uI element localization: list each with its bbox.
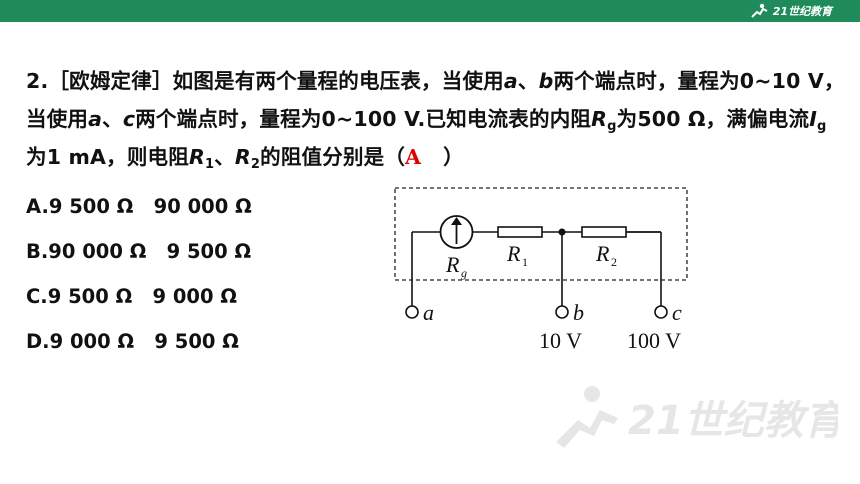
question-segment: 两个端点时，量程为0~10 V，当使用 (26, 69, 845, 131)
meter-subscript: g (461, 266, 467, 280)
galvanometer-icon (439, 215, 474, 249)
answer-mark: A (405, 145, 422, 169)
voltage-b-label: 10 V (539, 328, 582, 353)
r1-subscript: 1 (204, 157, 215, 172)
watermark-logo: 21世纪教育 (556, 386, 838, 448)
answer-bracket-close: ） (443, 145, 464, 169)
dashed-enclosure (394, 187, 688, 281)
circuit-diagram: R g R 1 R 2 a b c 10 V 100 V (394, 187, 688, 353)
question-segment: 为1 mA，则电阻 (26, 145, 189, 169)
question-number: 2. (26, 69, 49, 93)
ig-symbol: I (809, 107, 818, 131)
question-segment: 的阻值分别是 (260, 145, 385, 169)
voltage-c-label: 100 V (627, 328, 681, 353)
resistor-r2-icon (581, 226, 627, 238)
separator: 、 (102, 107, 123, 131)
option-d[interactable]: D.9 000 Ω 9 500 Ω (26, 330, 239, 353)
r1-subscript: 1 (522, 255, 528, 269)
watermark-text: 21世纪教育 (628, 398, 838, 444)
r2-subscript: 2 (250, 157, 261, 172)
separator: 、 (214, 145, 235, 169)
header-bar: 21世纪教育 (0, 0, 860, 22)
options-list: A.9 500 Ω 90 000 Ω B.90 000 Ω 9 500 Ω C.… (26, 184, 252, 364)
runner-icon (556, 386, 618, 448)
terminal-b-ref: b (538, 69, 554, 93)
r1-symbol: R (188, 145, 205, 169)
terminal-c-label: c (672, 300, 682, 325)
ig-subscript: g (817, 119, 827, 134)
rg-symbol: R (591, 107, 608, 131)
junction-dot (558, 228, 566, 236)
terminal-b-label: b (573, 300, 584, 325)
terminal-a-ref: a (503, 69, 518, 93)
separator: 、 (517, 69, 539, 93)
terminal-c-ref: c (122, 107, 136, 131)
option-c[interactable]: C.9 500 Ω 9 000 Ω (26, 285, 237, 308)
question-segment: 为500 Ω，满偏电流 (616, 107, 810, 131)
question-text: 2.［欧姆定律］如图是有两个量程的电压表，当使用a、b两个端点时，量程为0~10… (26, 62, 846, 176)
terminal-b-icon (555, 305, 569, 319)
terminal-a-ref: a (88, 107, 103, 131)
terminal-c-icon (654, 305, 668, 319)
r2-symbol: R (234, 145, 251, 169)
runner-icon (750, 3, 768, 18)
rg-subscript: g (607, 119, 617, 134)
option-a[interactable]: A.9 500 Ω 90 000 Ω (26, 195, 252, 218)
answer-bracket-open: （ (384, 145, 406, 169)
terminal-a-icon (405, 305, 419, 319)
question-segment: 两个端点时，量程为0~100 V.已知电流表的内阻 (135, 107, 592, 131)
option-b[interactable]: B.90 000 Ω 9 500 Ω (26, 240, 252, 263)
terminals (405, 305, 668, 319)
r2-subscript: 2 (611, 255, 617, 269)
meter-label: R (445, 252, 460, 277)
resistor-r1-icon (497, 226, 543, 238)
question-segment: 如图是有两个量程的电压表，当使用 (172, 69, 504, 93)
r2-label: R (595, 241, 610, 266)
brand-logo: 21世纪教育 (749, 3, 832, 19)
question-tag: ［欧姆定律］ (48, 69, 173, 93)
r1-label: R (506, 241, 521, 266)
logo-text: 21世纪教育 (772, 5, 832, 18)
terminal-a-label: a (423, 300, 434, 325)
